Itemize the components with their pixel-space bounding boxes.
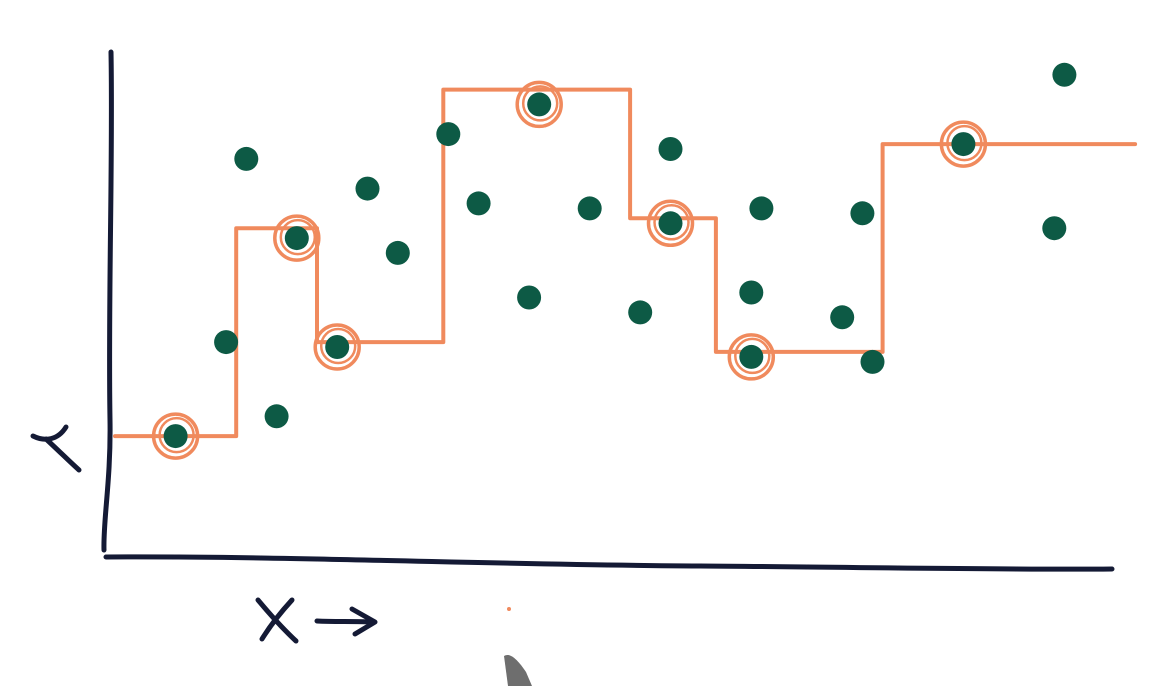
data-point-16 [658, 211, 683, 236]
x-axis-label-glyph [255, 597, 299, 644]
data-point-2 [214, 330, 239, 355]
arrow-head-icon [349, 606, 378, 637]
highlight-ring-12 [515, 80, 563, 129]
data-point-12 [527, 92, 552, 117]
highlight-ring-inner-12 [521, 85, 559, 122]
data-point-24 [1042, 216, 1067, 241]
data-point-1 [163, 424, 188, 449]
data-point-10 [466, 191, 491, 216]
y-axis-line [101, 49, 114, 553]
data-point-3 [234, 146, 259, 171]
pen-tip-icon [504, 654, 532, 686]
data-point-22 [860, 349, 885, 374]
highlight-ring-1 [151, 412, 200, 460]
highlight-ring-23 [939, 120, 988, 168]
y-axis-label: Y [30, 424, 82, 473]
data-point-11 [517, 285, 542, 310]
data-point-9 [436, 122, 461, 147]
scatter-points [151, 62, 1077, 460]
stray-dot [507, 607, 511, 611]
highlight-ring-18 [727, 333, 776, 381]
data-point-17 [739, 280, 764, 305]
data-point-6 [325, 335, 350, 359]
data-point-23 [951, 132, 976, 157]
highlight-ring-inner-1 [158, 416, 195, 454]
step-function-line [113, 87, 1138, 439]
highlight-ring-16 [646, 199, 695, 248]
data-point-14 [628, 300, 653, 325]
highlight-ring-inner-6 [319, 327, 357, 365]
data-point-4 [264, 404, 289, 429]
data-point-18 [739, 344, 764, 369]
data-point-13 [577, 196, 602, 221]
data-point-25 [1052, 62, 1077, 87]
x-axis-line [103, 554, 1115, 572]
x-axis-arrow [314, 606, 378, 637]
data-point-7 [355, 176, 380, 201]
y-axis-label-glyph [30, 424, 82, 473]
highlight-ring-inner-16 [653, 204, 690, 241]
data-point-21 [850, 201, 875, 226]
data-point-5 [284, 226, 309, 251]
data-point-20 [830, 305, 855, 330]
x-axis-label: X [255, 597, 299, 644]
highlight-ring-inner-18 [734, 337, 771, 375]
highlight-ring-5 [273, 214, 321, 262]
highlight-ring-inner-23 [946, 124, 983, 162]
data-point-15 [658, 137, 683, 161]
data-point-8 [385, 240, 410, 265]
highlight-ring-inner-5 [279, 218, 317, 256]
data-point-19 [749, 196, 774, 221]
arrow-shaft [314, 618, 377, 625]
highlight-ring-6 [313, 323, 361, 371]
